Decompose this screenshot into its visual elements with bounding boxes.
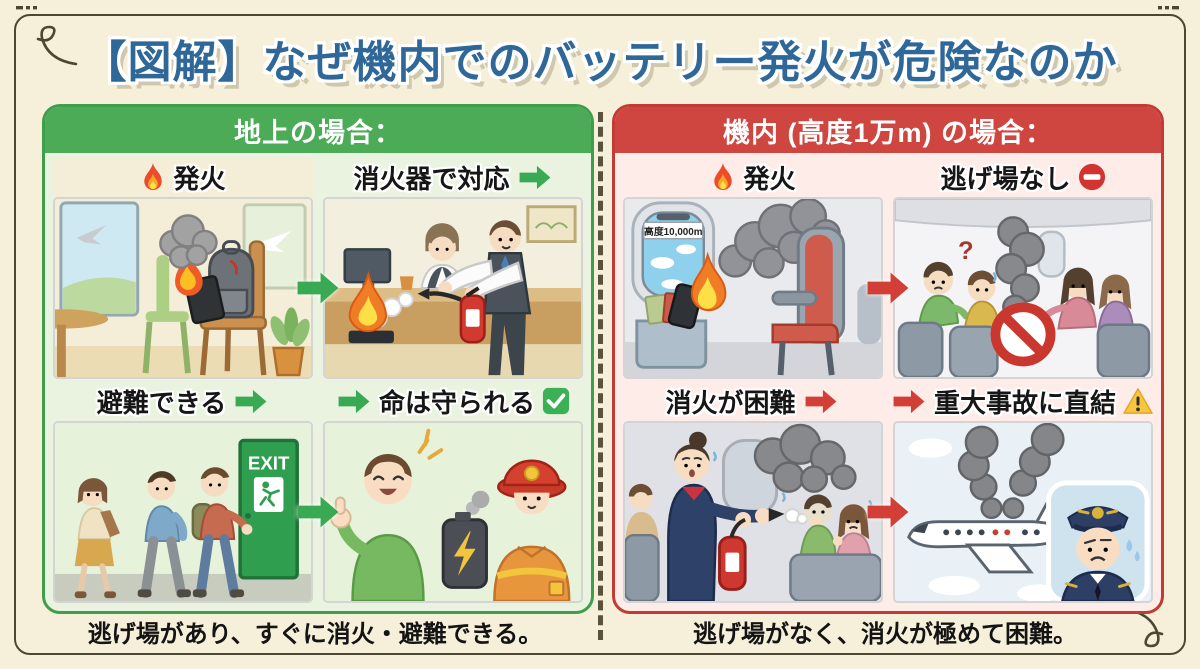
ground-fire-illustration [55,199,311,377]
flame-icon [144,162,163,190]
arrow-right-icon [519,165,550,189]
ground-saved-label-group: 命は守られる [323,381,583,421]
arrow-right-icon [805,389,836,413]
flame-icon [714,162,733,190]
cabin-row-1: 発火 逃げ場なし [623,157,1153,379]
ground-panel-header: 地上の場合： [45,107,591,153]
ground-fire-cell [53,197,313,379]
ground-footer-caption: 逃げ場があり、すぐに消火・避難できる。 [87,621,543,648]
cabin-fire-cell: 高度10,000m [623,197,883,379]
ground-extinguish-cell [323,197,583,379]
cabin-fire-label-group: 発火 [623,157,883,197]
ground-row-2: 避難できる 命は守られる [53,381,583,603]
warning-icon [1123,388,1153,414]
arrow-right-icon [297,496,339,528]
panel-divider-dashed [598,112,603,640]
cabin-footer-caption: 逃げ場がなく、消火が極めて困難。 [693,621,1077,648]
cabin-no-escape-cell: ? [893,197,1153,379]
ground-respond-label: 消火器で対応 [353,163,510,194]
frame-dashes [16,6,37,10]
ground-evacuate-label-group: 避難できる [53,381,313,421]
cabin-panel-body: 発火 逃げ場なし [615,153,1161,609]
question-mark: ? [958,237,974,265]
arrow-right-icon [338,389,370,413]
ground-fire-label-group: 発火 [53,157,313,197]
cabin-extinguish-illustration [625,423,881,601]
exit-sign: EXIT [248,453,290,474]
ground-fire-label: 発火 [173,163,226,194]
cabin-accident-label: 重大事故に直結 [933,387,1116,418]
frame-dashes [1158,6,1179,10]
cabin-no-escape-illustration: ? [895,199,1151,377]
arrow-right-icon [297,272,339,304]
cabin-difficult-label-group: 消火が困難 [623,381,881,421]
ground-safe-illustration [325,423,581,601]
ground-safe-cell [323,421,583,603]
corner-curl-ornament [36,25,78,66]
cabin-no-escape-label-group: 逃げ場なし [893,157,1153,197]
check-icon [542,387,570,415]
ground-respond-label-group: 消火器で対応 [323,157,583,197]
ground-extinguish-illustration [325,199,581,377]
cabin-extinguish-cell [623,421,883,603]
ground-row-1: 発火 消火器で対応 [53,157,583,379]
ground-panel-body: 発火 消火器で対応 [45,153,591,609]
cabin-fire-illustration: 高度10,000m [625,199,881,377]
ground-panel: 地上の場合： 発火 消火器で対応 [42,104,594,614]
corner-curl-ornament [1122,607,1164,648]
ground-evacuate-label: 避難できる [96,387,227,418]
ground-evacuate-illustration: EXIT [55,423,311,601]
arrow-right-icon [893,389,925,413]
cabin-accident-label-group: 重大事故に直結 [891,381,1153,421]
cabin-accident-cell [893,421,1153,603]
no-entry-icon [1078,163,1105,191]
page-title: 【図解】なぜ機内でのバッテリー発火が危険なのか [82,38,1118,87]
cabin-accident-illustration [895,423,1151,601]
prohibition-icon [990,302,1056,367]
cabin-no-escape-label: 逃げ場なし [940,163,1071,194]
cabin-difficult-label: 消火が困難 [665,387,796,418]
cabin-fire-label: 発火 [743,163,796,194]
arrow-right-icon [235,389,267,413]
ground-saved-label: 命は守られる [378,387,535,418]
cabin-panel-header: 機内 (高度1万m) の場合： [615,107,1161,153]
cabin-panel: 機内 (高度1万m) の場合： 発火 逃げ場なし [612,104,1164,614]
altitude-badge: 高度10,000m [644,225,703,238]
ground-evacuate-cell: EXIT [53,421,313,603]
cabin-row-2: 消火が困難 重大事故に直結 [623,381,1153,603]
arrow-right-icon [867,496,909,528]
arrow-right-icon [867,272,909,304]
